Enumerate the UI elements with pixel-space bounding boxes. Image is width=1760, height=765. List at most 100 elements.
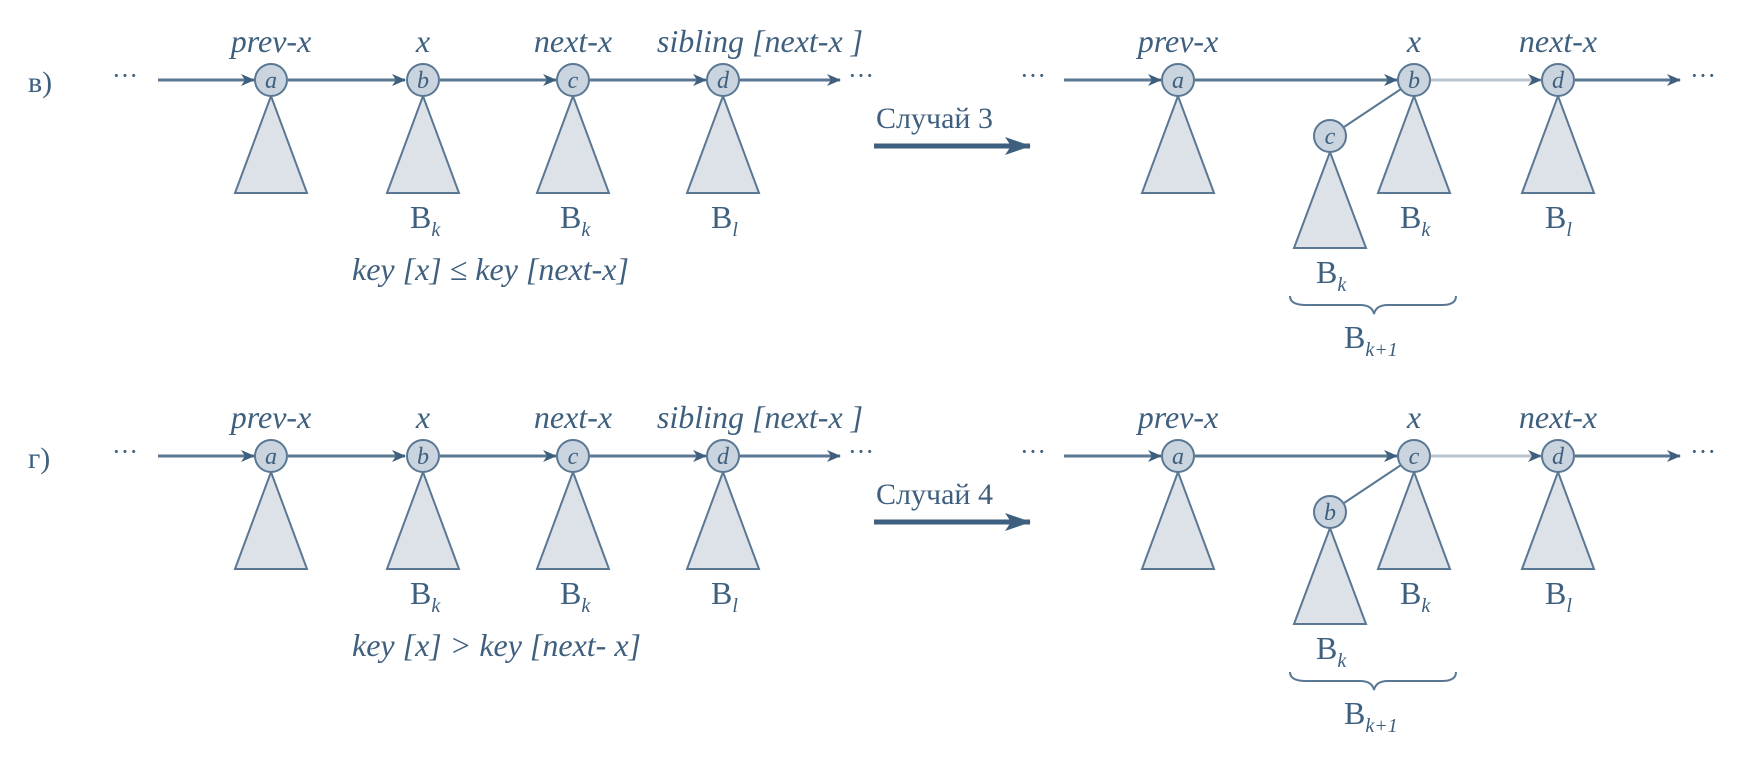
tree-label: Bl bbox=[1545, 199, 1572, 241]
row-v: в) ··· ··· a b c d prev-x bbox=[28, 23, 1716, 361]
pointer-label: x bbox=[415, 23, 430, 59]
node-letter: a bbox=[1172, 68, 1184, 94]
brace-label: Bk+1 bbox=[1344, 695, 1398, 737]
node bbox=[1541, 63, 1575, 97]
subtree-triangle bbox=[1376, 469, 1452, 570]
ellipsis-end: ··· bbox=[848, 437, 874, 466]
left-chain: ··· ··· a b c d prev-x x next-x bbox=[112, 23, 874, 287]
pointer-label: next-x bbox=[534, 399, 612, 435]
node bbox=[254, 63, 288, 97]
tree-label: Bk bbox=[1316, 254, 1347, 296]
tree-label: Bk bbox=[410, 575, 441, 617]
tree-label: Bk bbox=[560, 575, 591, 617]
tree-label: Bl bbox=[1545, 575, 1572, 617]
transition: Случай 3 bbox=[874, 102, 1031, 155]
child-link bbox=[1343, 464, 1402, 504]
node-letter: d bbox=[1552, 68, 1565, 94]
node bbox=[1397, 63, 1431, 97]
node-letter: c bbox=[1409, 444, 1420, 470]
node bbox=[1541, 439, 1575, 473]
node-letter: b bbox=[417, 444, 429, 470]
node bbox=[406, 439, 440, 473]
pointer-label: next-x bbox=[1519, 399, 1597, 435]
node-letter: b bbox=[1324, 500, 1336, 526]
tree-label: Bk bbox=[1400, 199, 1431, 241]
node-letter: b bbox=[417, 68, 429, 94]
node bbox=[706, 439, 740, 473]
left-chain: ··· ··· a b c d prev-x x next-x sibling … bbox=[112, 399, 874, 663]
subtree-triangle bbox=[1376, 93, 1452, 194]
tree-label: Bl bbox=[711, 199, 738, 241]
row-tag: в) bbox=[28, 66, 52, 99]
ellipsis-end: ··· bbox=[1690, 437, 1716, 466]
tree-label: Bk bbox=[1400, 575, 1431, 617]
node bbox=[1161, 439, 1195, 473]
right-chain: ··· ··· a b d c prev-x x next-x Bk Bk B bbox=[1020, 23, 1716, 361]
node-letter: c bbox=[568, 444, 579, 470]
case-label: Случай 3 bbox=[876, 102, 993, 135]
ellipsis-end: ··· bbox=[1690, 61, 1716, 90]
tree-label: Bk bbox=[410, 199, 441, 241]
node-letter: a bbox=[265, 68, 277, 94]
ellipsis-end: ··· bbox=[848, 61, 874, 90]
node bbox=[406, 63, 440, 97]
brace bbox=[1289, 295, 1457, 315]
pointer-label: sibling [next-x ] bbox=[657, 399, 863, 435]
node bbox=[1397, 439, 1431, 473]
pointer-label: x bbox=[415, 399, 430, 435]
pointer-label: x bbox=[1406, 399, 1421, 435]
node-letter: c bbox=[1325, 124, 1336, 150]
ellipsis-start: ··· bbox=[112, 61, 138, 90]
pointer-label: sibling [next-x ] bbox=[657, 23, 863, 59]
tree-label: Bk bbox=[560, 199, 591, 241]
node bbox=[254, 439, 288, 473]
ellipsis-start: ··· bbox=[1020, 61, 1046, 90]
child-link bbox=[1343, 88, 1402, 128]
subtree-triangle bbox=[1520, 469, 1596, 570]
child-node bbox=[1313, 495, 1347, 529]
brace bbox=[1289, 671, 1457, 691]
ellipsis-start: ··· bbox=[112, 437, 138, 466]
node bbox=[1161, 63, 1195, 97]
subtree-triangle bbox=[535, 93, 611, 194]
subtree-triangle bbox=[385, 469, 461, 570]
node-letter: d bbox=[1552, 444, 1565, 470]
pointer-label: prev-x bbox=[1136, 399, 1219, 435]
ellipsis-start: ··· bbox=[1020, 437, 1046, 466]
pointer-label: x bbox=[1406, 23, 1421, 59]
subtree-triangle bbox=[233, 469, 309, 570]
subtree-triangle bbox=[233, 93, 309, 194]
row-g: г) ··· ··· a b c d prev-x x next-x sibli bbox=[28, 399, 1716, 737]
subtree-triangle bbox=[1292, 149, 1368, 249]
subtree-triangle bbox=[1140, 469, 1216, 570]
node-letter: d bbox=[717, 444, 730, 470]
subtree-triangle bbox=[685, 469, 761, 570]
node-letter: d bbox=[717, 68, 730, 94]
pointer-label: next-x bbox=[534, 23, 612, 59]
brace-label: Bk+1 bbox=[1344, 319, 1398, 361]
key-condition: key [x] ≤ key [next-x] bbox=[352, 251, 629, 287]
node bbox=[706, 63, 740, 97]
tree-label: Bk bbox=[1316, 630, 1347, 672]
pointer-label: next-x bbox=[1519, 23, 1597, 59]
pointer-label: prev-x bbox=[229, 399, 312, 435]
pointer-label: prev-x bbox=[1136, 23, 1219, 59]
subtree-triangle bbox=[1520, 93, 1596, 194]
subtree-triangle bbox=[1140, 93, 1216, 194]
tree-label: Bl bbox=[711, 575, 738, 617]
child-node bbox=[1313, 119, 1347, 153]
subtree-triangle bbox=[685, 93, 761, 194]
node bbox=[556, 439, 590, 473]
node-letter: a bbox=[1172, 444, 1184, 470]
right-chain: ··· ··· a c d b prev-x x next-x Bk Bk B bbox=[1020, 399, 1716, 737]
node-letter: b bbox=[1408, 68, 1420, 94]
row-tag: г) bbox=[28, 442, 50, 475]
node bbox=[556, 63, 590, 97]
subtree-triangle bbox=[535, 469, 611, 570]
key-condition: key [x] > key [next- x] bbox=[352, 627, 641, 663]
pointer-label: prev-x bbox=[229, 23, 312, 59]
node-letter: c bbox=[568, 68, 579, 94]
subtree-triangle bbox=[1292, 525, 1368, 625]
